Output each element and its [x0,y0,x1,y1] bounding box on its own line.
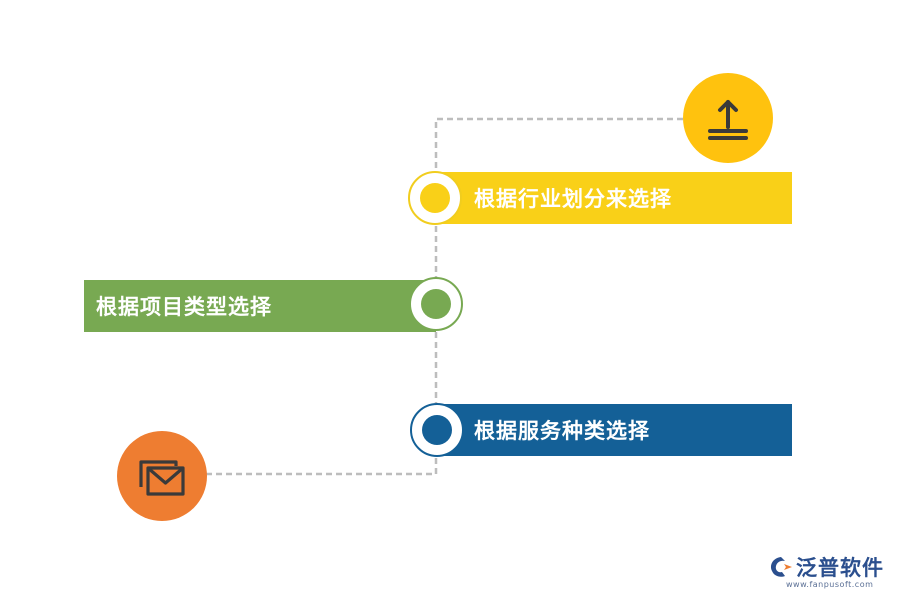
option-label-service-type: 根据服务种类选择 [474,419,650,443]
connector-spine [206,226,438,476]
node-service-type [410,403,464,457]
option-bar-service-type: 根据服务种类选择 [436,404,792,456]
option-bar-industry: 根据行业划分来选择 [436,172,792,224]
node-project-type [409,277,463,331]
brand-logo-icon [771,557,792,577]
node-dot-service-type [422,415,452,445]
upload-icon-circle [683,73,773,163]
node-industry [408,171,462,225]
upload-icon [708,100,748,140]
option-bar-project-type: 根据项目类型选择 [84,280,436,332]
node-dot-industry [420,183,450,213]
mail-icon [139,460,185,496]
brand-logo-text: 泛普软件 [796,556,884,580]
option-label-industry: 根据行业划分来选择 [474,187,672,211]
brand-logo: 泛普软件 [768,552,884,582]
connector-top [434,117,683,198]
option-label-project-type: 根据项目类型选择 [96,295,272,319]
brand-logo-url: www.fanpusoft.com [786,580,874,589]
mail-icon-circle [117,431,207,521]
node-dot-project-type [421,289,451,319]
